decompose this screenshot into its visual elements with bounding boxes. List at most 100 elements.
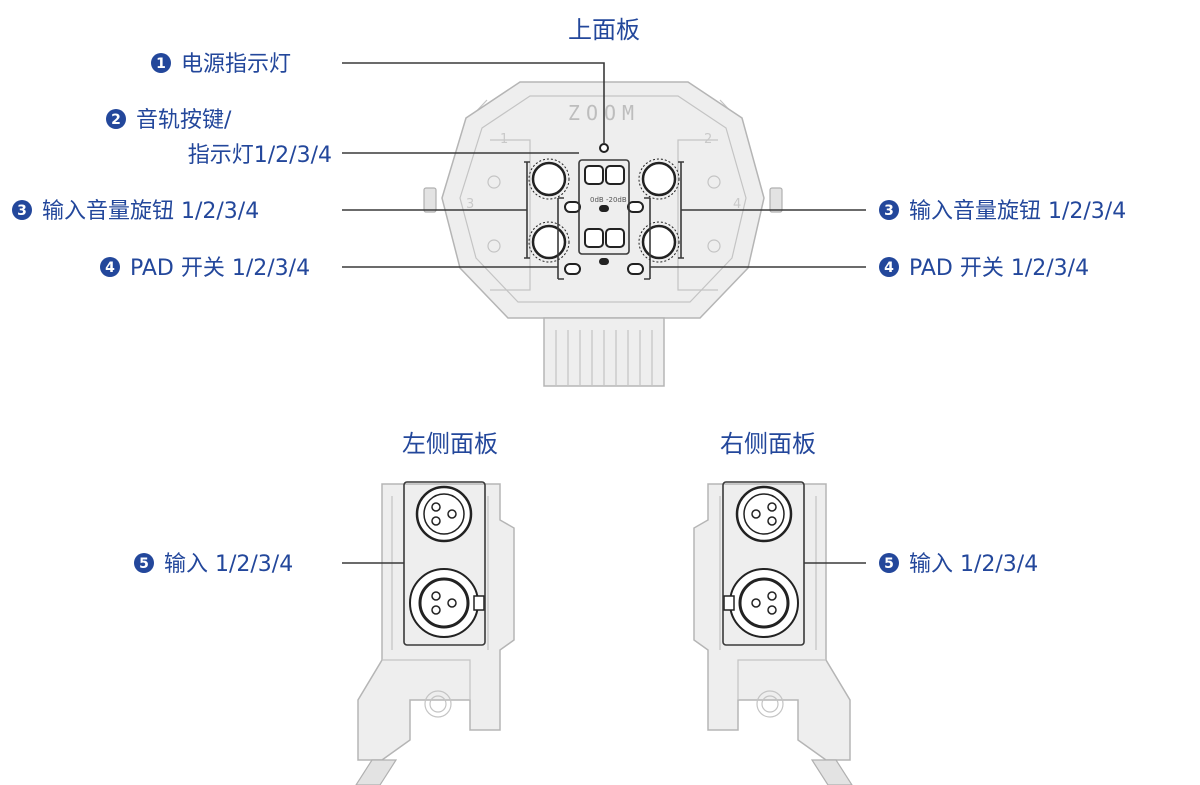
callout-label-input-knob-right: 输入音量旋钮 1/2/3/4 <box>909 199 1126 224</box>
callout-1: 1 电源指示灯 <box>151 52 291 77</box>
xlr-latch <box>723 595 735 611</box>
input-gain-knob-2[interactable] <box>638 158 680 200</box>
xlr-pin <box>767 502 777 512</box>
callout-label-input-knob-left: 输入音量旋钮 1/2/3/4 <box>42 199 259 224</box>
track-key-3[interactable] <box>584 228 604 248</box>
xlr-pin <box>767 516 777 526</box>
callout-number: 3 <box>17 203 27 219</box>
left-side-lines <box>382 496 489 700</box>
left-side-screw-inner <box>429 695 447 713</box>
input-gain-knob-4[interactable] <box>638 221 680 263</box>
top-panel-title: 上面板 <box>568 16 640 44</box>
xlr-input-top-right-inner <box>743 493 785 535</box>
callout-label-track-keys-line1: 音轨按键/ <box>136 108 232 133</box>
callout-label-inputs-right: 输入 1/2/3/4 <box>909 552 1038 577</box>
callout-number-badge <box>134 553 154 573</box>
xlr-pin <box>431 591 441 601</box>
screw <box>487 239 501 253</box>
input-gain-knob-1[interactable] <box>528 158 570 200</box>
xlr-pin <box>767 605 777 615</box>
connector-fins <box>555 330 653 386</box>
xlr-pin <box>431 605 441 615</box>
track-key-4[interactable] <box>605 228 625 248</box>
pad-switch-2[interactable] <box>627 201 644 213</box>
left-side-foot <box>355 759 398 785</box>
screw <box>487 175 501 189</box>
right-side-screw-outer <box>756 690 784 718</box>
callout-number-badge <box>879 257 899 277</box>
callout-number-badge <box>879 553 899 573</box>
right-panel-title: 右侧面板 <box>720 430 816 458</box>
callout-label-pad-switch-right: PAD 开关 1/2/3/4 <box>909 256 1089 281</box>
callout-5-left: 5 输入 1/2/3/4 <box>134 552 293 577</box>
right-side-screw-inner <box>761 695 779 713</box>
left-side-screw-outer <box>424 690 452 718</box>
xlr-pin <box>431 502 441 512</box>
left-pad-bracket <box>557 197 564 280</box>
callout-4-left: 4 PAD 开关 1/2/3/4 <box>100 256 310 281</box>
callout-label-power-indicator: 电源指示灯 <box>181 52 291 77</box>
callout-number-badge <box>100 257 120 277</box>
callout-2: 2 音轨按键/ 指示灯1/2/3/4 <box>106 108 332 168</box>
callout-3-left: 3 输入音量旋钮 1/2/3/4 <box>12 199 259 224</box>
left-side-tab <box>423 187 437 213</box>
input-gain-knob-3[interactable] <box>528 221 570 263</box>
leader-power-led <box>342 62 605 144</box>
callout-4-right: 4 PAD 开关 1/2/3/4 <box>879 256 1089 281</box>
callout-label-track-keys-line2: 指示灯1/2/3/4 <box>188 143 332 168</box>
zoom-logo: ZOOM <box>568 101 640 125</box>
screw <box>707 239 721 253</box>
channel-number-3: 3 <box>466 197 474 212</box>
callout-number: 4 <box>105 260 115 276</box>
xlr-pin <box>447 509 457 519</box>
callout-number-badge <box>879 200 899 220</box>
left-side-panel-device <box>355 481 515 785</box>
xlr-pin <box>447 598 457 608</box>
callout-number: 5 <box>884 556 894 572</box>
pad-label-minus20db: -20dB <box>606 196 627 204</box>
screw <box>707 175 721 189</box>
callout-number-badge <box>106 109 126 129</box>
top-panel-device: ZOOM 1 2 3 4 0d <box>423 81 783 387</box>
pad-switch-3[interactable] <box>564 263 581 275</box>
left-panel-title: 左侧面板 <box>402 430 498 458</box>
right-side-foot <box>810 759 853 785</box>
pad-label-0db: 0dB <box>590 196 604 204</box>
channel-number-4: 4 <box>733 197 741 212</box>
xlr-input-bottom-left-inner <box>418 577 470 629</box>
pad-legend-switch-icon <box>599 258 609 265</box>
xlr-latch <box>473 595 485 611</box>
track-key-2[interactable] <box>605 165 625 185</box>
power-indicator-led <box>599 143 609 153</box>
xlr-pin <box>751 509 761 519</box>
track-keys-bracket <box>578 159 630 255</box>
xlr-input-top-left-inner <box>423 493 465 535</box>
callout-number: 4 <box>884 260 894 276</box>
callout-number-badge <box>151 53 171 73</box>
pad-legend-switch-icon <box>599 205 609 212</box>
top-body <box>441 81 765 319</box>
right-side-tab <box>769 187 783 213</box>
right-side-lines <box>719 496 826 700</box>
top-body-ribs <box>490 139 718 291</box>
pad-switch-4[interactable] <box>627 263 644 275</box>
top-body-inner <box>459 95 747 303</box>
xlr-input-bottom-right-inner <box>738 577 790 629</box>
pad-switch-1[interactable] <box>564 201 581 213</box>
right-pad-bracket <box>644 197 651 280</box>
track-key-1[interactable] <box>584 165 604 185</box>
channel-number-2: 2 <box>704 132 712 147</box>
right-side-panel-device <box>693 481 853 785</box>
callout-label-pad-switch-left: PAD 开关 1/2/3/4 <box>130 256 310 281</box>
callout-number: 5 <box>139 556 149 572</box>
callout-5-right: 5 输入 1/2/3/4 <box>879 552 1038 577</box>
callout-3-right: 3 输入音量旋钮 1/2/3/4 <box>879 199 1126 224</box>
callout-number: 3 <box>884 203 894 219</box>
callout-number: 2 <box>111 112 121 128</box>
callout-number-badge <box>12 200 32 220</box>
channel-number-1: 1 <box>500 132 508 147</box>
top-leaders <box>342 62 866 268</box>
xlr-pin <box>767 591 777 601</box>
xlr-pin <box>431 516 441 526</box>
